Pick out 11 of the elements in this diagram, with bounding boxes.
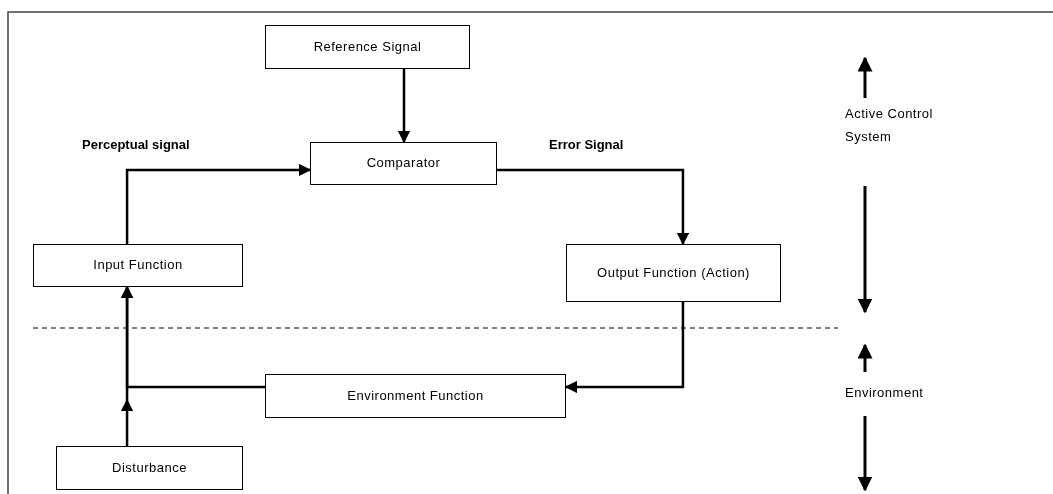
process-box: Environment Function — [265, 374, 566, 418]
process-box: Output Function (Action) — [566, 244, 781, 302]
process-box: Disturbance — [56, 446, 243, 490]
arrow — [397, 69, 411, 144]
process-box: Input Function — [33, 244, 243, 287]
arrow — [125, 163, 312, 244]
arrow — [497, 168, 690, 246]
arrow — [564, 302, 685, 394]
process-box: Reference Signal — [265, 25, 470, 69]
process-box: Comparator — [310, 142, 497, 185]
arrow — [121, 287, 133, 446]
